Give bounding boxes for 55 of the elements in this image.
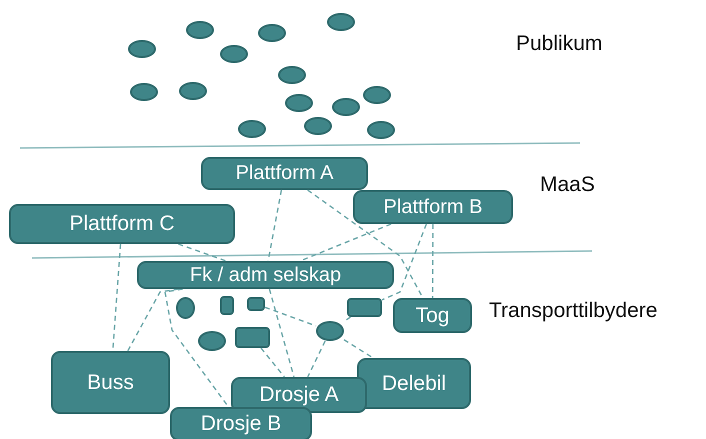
- node-label: Drosje B: [200, 412, 282, 436]
- dashed-connector: [432, 224, 434, 298]
- dashed-connector: [127, 288, 179, 352]
- dashed-connector: [164, 288, 230, 408]
- ellipse-node: [363, 86, 391, 104]
- small-box-node: [235, 327, 270, 348]
- node-label: Tog: [416, 304, 450, 328]
- node-box: [137, 261, 394, 289]
- node-box: [51, 351, 170, 414]
- dashed-connector: [344, 316, 351, 322]
- node-label: Delebil: [382, 372, 446, 396]
- node-label: Plattform B: [384, 196, 482, 218]
- node-label: Fk / adm selskap: [190, 264, 342, 286]
- layer-label: Transporttilbydere: [489, 299, 658, 323]
- ellipse-node: [285, 94, 313, 112]
- ellipse-node: [327, 13, 355, 31]
- dashed-connector: [178, 243, 226, 262]
- ellipse-node: [176, 297, 195, 319]
- node-box: [393, 298, 472, 333]
- ellipse-node: [186, 21, 214, 39]
- node-label: Buss: [87, 370, 134, 394]
- node-box: [201, 157, 368, 190]
- ellipse-node: [220, 45, 248, 63]
- ellipse-node: [332, 98, 360, 116]
- node-box: [9, 204, 235, 244]
- node-label: Plattform A: [236, 162, 334, 185]
- layer-label: MaaS: [540, 173, 595, 197]
- ellipse-node: [128, 40, 156, 58]
- ellipse-node: [316, 321, 344, 341]
- ellipse-node: [198, 331, 226, 351]
- dashed-connector: [267, 190, 282, 262]
- dashed-connector: [264, 306, 316, 327]
- node-box: [357, 358, 471, 409]
- ellipse-node: [238, 120, 266, 138]
- ellipse-node: [367, 121, 395, 139]
- dashed-connector: [260, 348, 285, 378]
- small-box-node: [347, 298, 382, 317]
- dashed-connector: [307, 189, 424, 298]
- small-box-node: [247, 297, 265, 311]
- node-box: [353, 190, 513, 224]
- dashed-connector: [268, 288, 295, 378]
- ellipse-node: [304, 117, 332, 135]
- ellipse-node: [258, 24, 286, 42]
- node-box: [231, 377, 367, 413]
- layer-label: Publikum: [516, 32, 602, 56]
- dashed-connector: [307, 340, 326, 378]
- node-box: [170, 407, 312, 439]
- dashed-connector: [344, 339, 374, 359]
- ellipse-node: [130, 83, 158, 101]
- ellipse-node: [179, 82, 207, 100]
- node-label: Drosje A: [259, 383, 339, 407]
- dashed-connector: [382, 224, 428, 300]
- small-box-node: [220, 296, 234, 315]
- ellipse-node: [278, 66, 306, 84]
- node-label: Plattform C: [69, 212, 175, 236]
